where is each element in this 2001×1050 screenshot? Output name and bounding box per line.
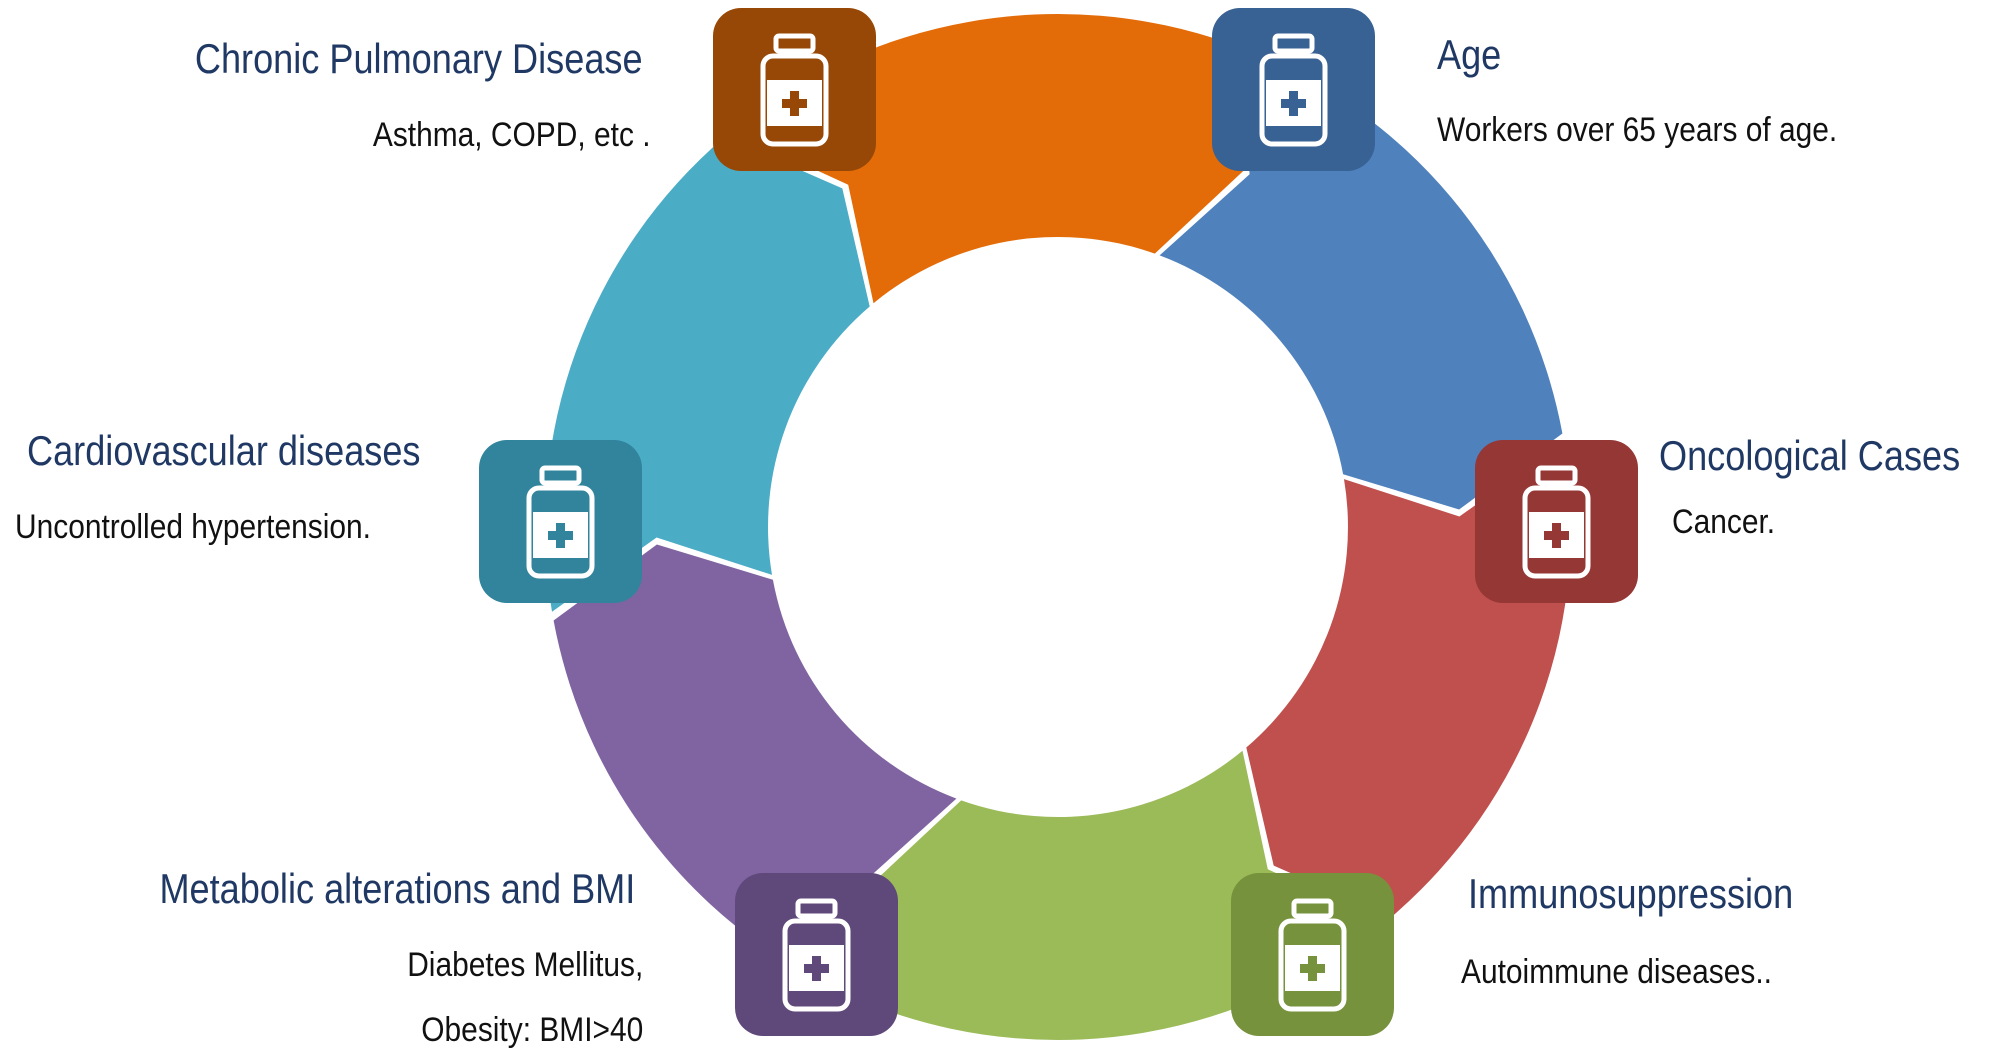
metabolic-description-line-2: Obesity: BMI>40 xyxy=(420,1011,643,1049)
pulmonary-title: Chronic Pulmonary Disease xyxy=(195,35,643,82)
oncological-description: Cancer. xyxy=(1672,503,1776,541)
cardiovascular-icon-box xyxy=(479,440,642,603)
age-title: Age xyxy=(1437,31,1502,78)
age-description: Workers over 65 years of age. xyxy=(1437,111,1838,149)
metabolic-description-line-1: Diabetes Mellitus, xyxy=(406,946,643,984)
immunosuppression-icon-box xyxy=(1231,873,1394,1036)
pulmonary-description: Asthma, COPD, etc . xyxy=(373,116,651,154)
cardiovascular-title: Cardiovascular diseases xyxy=(27,427,421,474)
medicine-bottle-icon xyxy=(1522,465,1591,579)
age-icon-box xyxy=(1212,8,1375,171)
medicine-bottle-icon xyxy=(1278,898,1347,1012)
metabolic-title: Metabolic alterations and BMI xyxy=(159,865,635,912)
oncological-icon-box xyxy=(1475,440,1638,603)
medicine-bottle-icon xyxy=(1259,33,1328,147)
medicine-bottle-icon xyxy=(526,465,595,579)
oncological-title: Oncological Cases xyxy=(1659,432,1961,479)
medicine-bottle-icon xyxy=(782,898,851,1012)
pulmonary-icon-box xyxy=(713,8,876,171)
metabolic-icon-box xyxy=(735,873,898,1036)
immunosuppression-title: Immunosuppression xyxy=(1468,870,1794,917)
immunosuppression-description: Autoimmune diseases.. xyxy=(1461,953,1772,991)
medicine-bottle-icon xyxy=(760,33,829,147)
cardiovascular-description: Uncontrolled hypertension. xyxy=(15,508,371,546)
